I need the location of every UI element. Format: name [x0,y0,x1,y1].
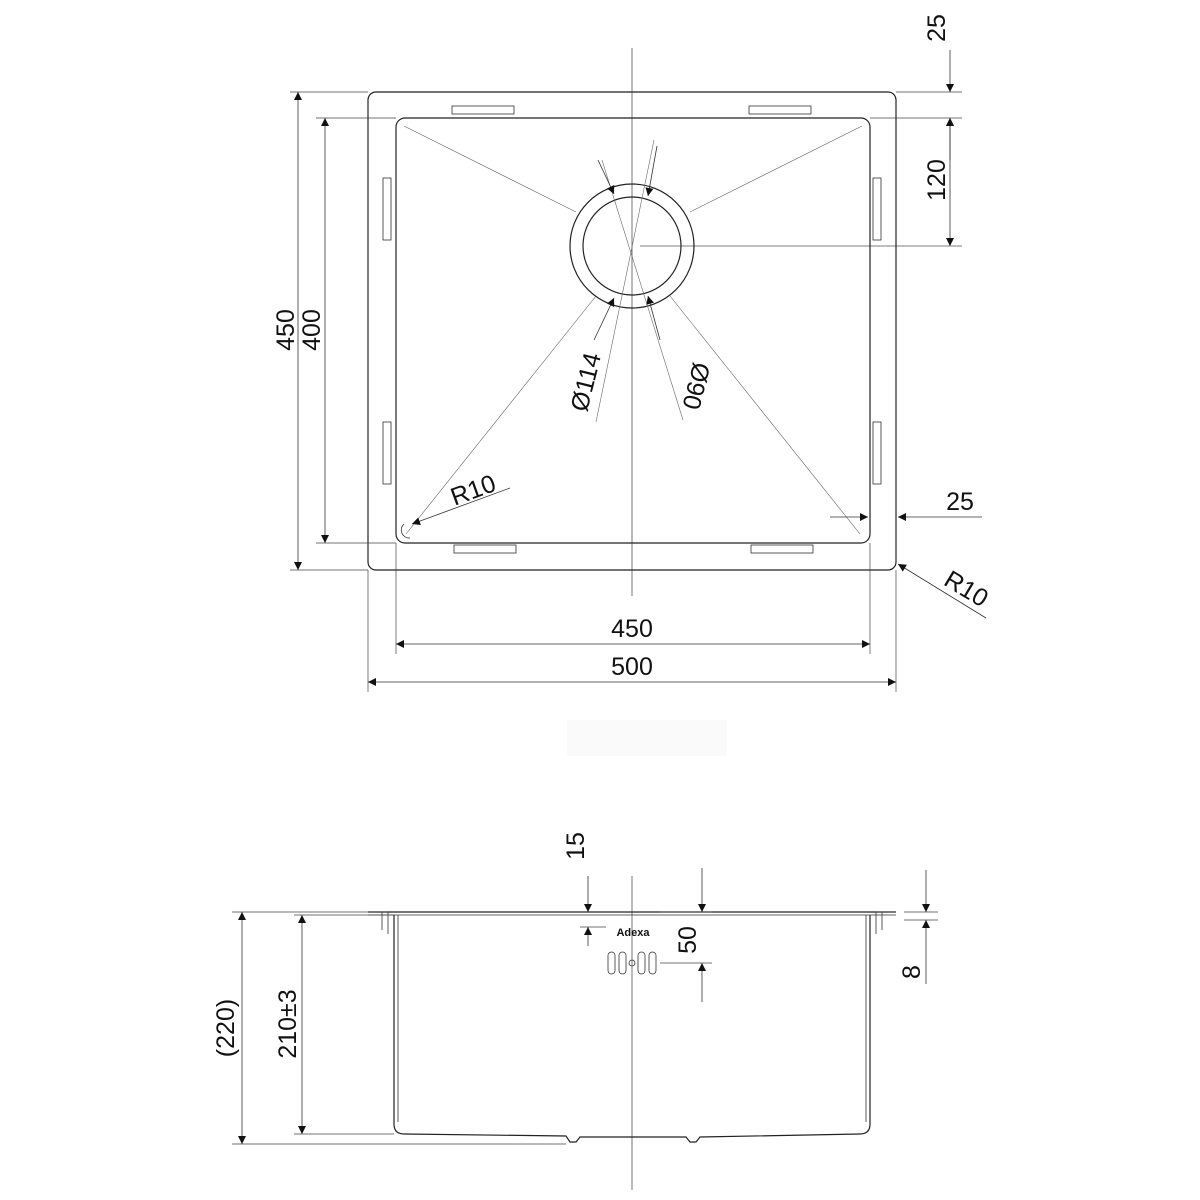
dim-inner-width: 450 [611,615,653,643]
dim-overflow-height: 50 [674,926,702,954]
brand-label: Adexa [616,927,650,939]
drain-outer-ring [569,183,695,309]
clip-bottom-right [750,544,814,554]
dim-drain-offset: 120 [923,159,951,201]
dim-outer-height: 450 [272,309,300,351]
dim-flange-thickness: 8 [898,965,926,979]
drain-inner-ring [582,196,682,296]
dim-overall-depth: (220) [212,999,240,1057]
dim-outer-width: 500 [611,653,653,681]
dim-side-flange: 25 [946,488,974,516]
inner-bowl-outline [395,117,871,544]
dim-flange-top: 25 [923,14,951,42]
mounting-clips [382,105,882,554]
dim-outlet-diameter: Ø90 [676,360,715,413]
clip-right-bottom [872,421,882,485]
separator-block [567,720,727,756]
dim-inner-radius: R10 [447,469,500,511]
dim-drain-diameter: Ø114 [565,350,607,414]
clip-right-top [872,177,882,241]
side-bowl-outline [393,915,871,1143]
dim-overflow-offset: 15 [562,832,590,860]
clip-top-left [451,105,515,115]
dim-bowl-depth: 210±3 [274,989,302,1058]
clip-top-right [748,105,812,115]
slope-lines [403,125,863,535]
clip-left-top [382,177,392,241]
overflow-slots [607,951,657,975]
clip-bottom-left [453,544,517,554]
dim-inner-height: 400 [298,309,326,351]
clip-left-bottom [382,421,392,485]
top-view: 25 120 450 400 Ø114 Ø90 R10 25 R10 450 5… [272,14,993,692]
side-view: Adexa (220) 210±3 15 50 8 [212,832,938,1190]
outer-flange-outline [367,91,897,571]
